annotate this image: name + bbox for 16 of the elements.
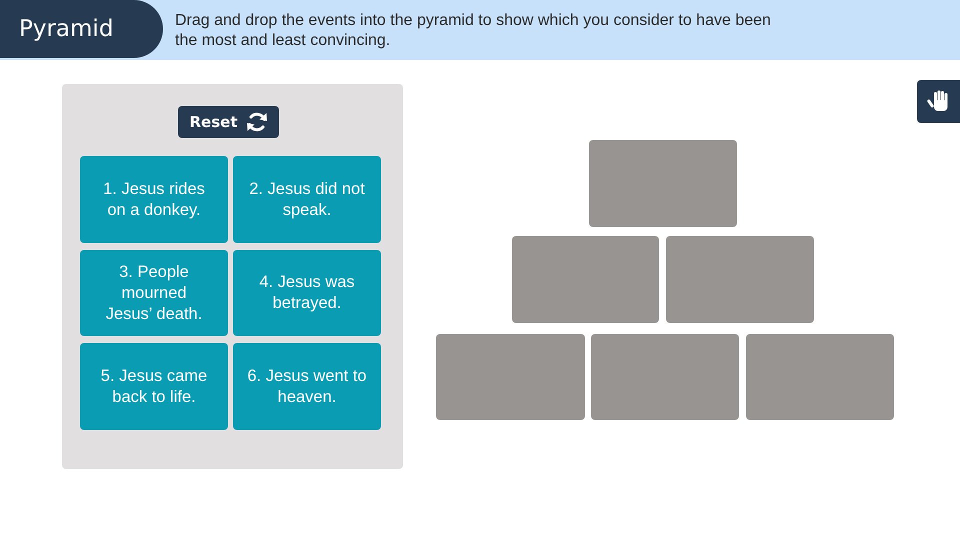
event-card: 1. Jesus rides on a donkey. [80,156,228,243]
event-card: 5. Jesus came back to life. [80,343,228,430]
pyramid-slot [589,140,737,227]
pyramid-slot [512,236,659,323]
pyramid-slot [591,334,739,420]
reset-button: Reset [178,106,279,138]
card-panel [62,84,403,469]
slide-title: Pyramid [0,0,163,58]
instruction-text: Drag and drop the events into the pyramid to show which you consider to have been the most and least convincing. [175,11,772,51]
event-card: 2. Jesus did not speak. [233,156,381,243]
event-card: 3. People mourned Jesus’ death. [80,250,228,336]
event-card: 6. Jesus went to heaven. [233,343,381,430]
pyramid-slot [436,334,585,420]
pyramid-slot [746,334,894,420]
pyramid-slot [666,236,814,323]
event-card: 4. Jesus was betrayed. [233,250,381,336]
